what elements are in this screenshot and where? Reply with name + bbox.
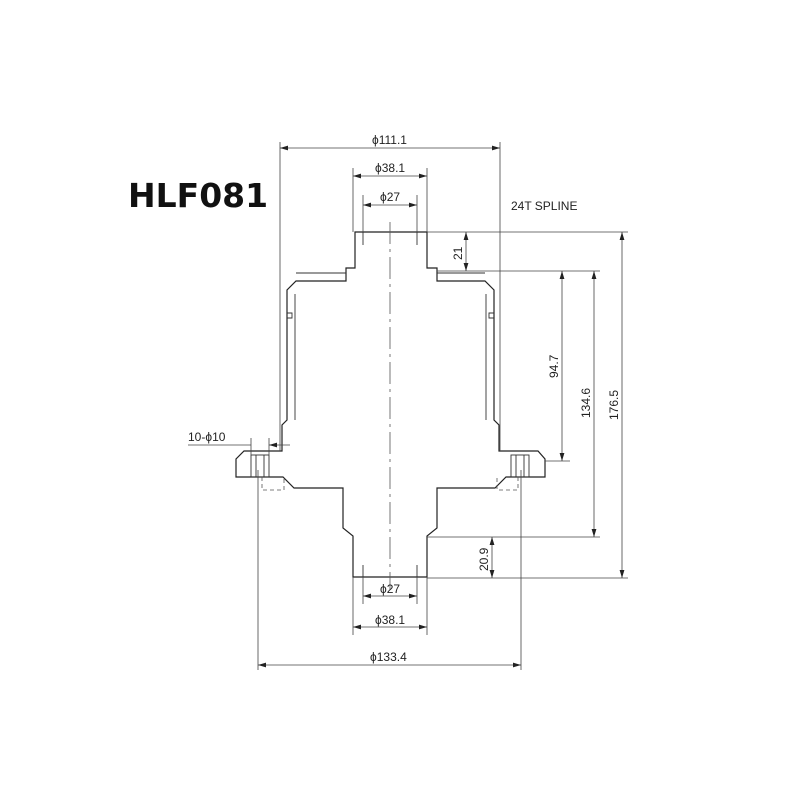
dim-body-height: 94.7: [547, 354, 561, 378]
dim-hub-top-diameter: ϕ38.1: [375, 161, 405, 175]
dim-bore-bottom-diameter: ϕ27: [380, 582, 400, 596]
spline-note: 24T SPLINE: [511, 199, 577, 213]
dim-bolt-circle-diameter: ϕ133.4: [370, 650, 407, 664]
dim-bottom-hub-height: 20.9: [477, 547, 491, 571]
part-outline: [235, 231, 546, 578]
dim-mid-height: 134.6: [579, 388, 593, 418]
dim-top-hub-height: 21: [451, 246, 465, 260]
part-number-title: HLF081: [128, 176, 268, 215]
dim-bore-top-diameter: ϕ27: [380, 190, 400, 204]
dimension-lines: [188, 145, 625, 668]
dim-hub-bottom-diameter: ϕ38.1: [375, 613, 405, 627]
dim-holes: 10-ϕ10: [188, 430, 226, 444]
bolt-holes: [250, 454, 530, 491]
dim-total-height: 176.5: [607, 390, 621, 420]
extension-lines: [250, 142, 628, 670]
dim-outer-flange-diameter: ϕ111.1: [372, 133, 407, 147]
